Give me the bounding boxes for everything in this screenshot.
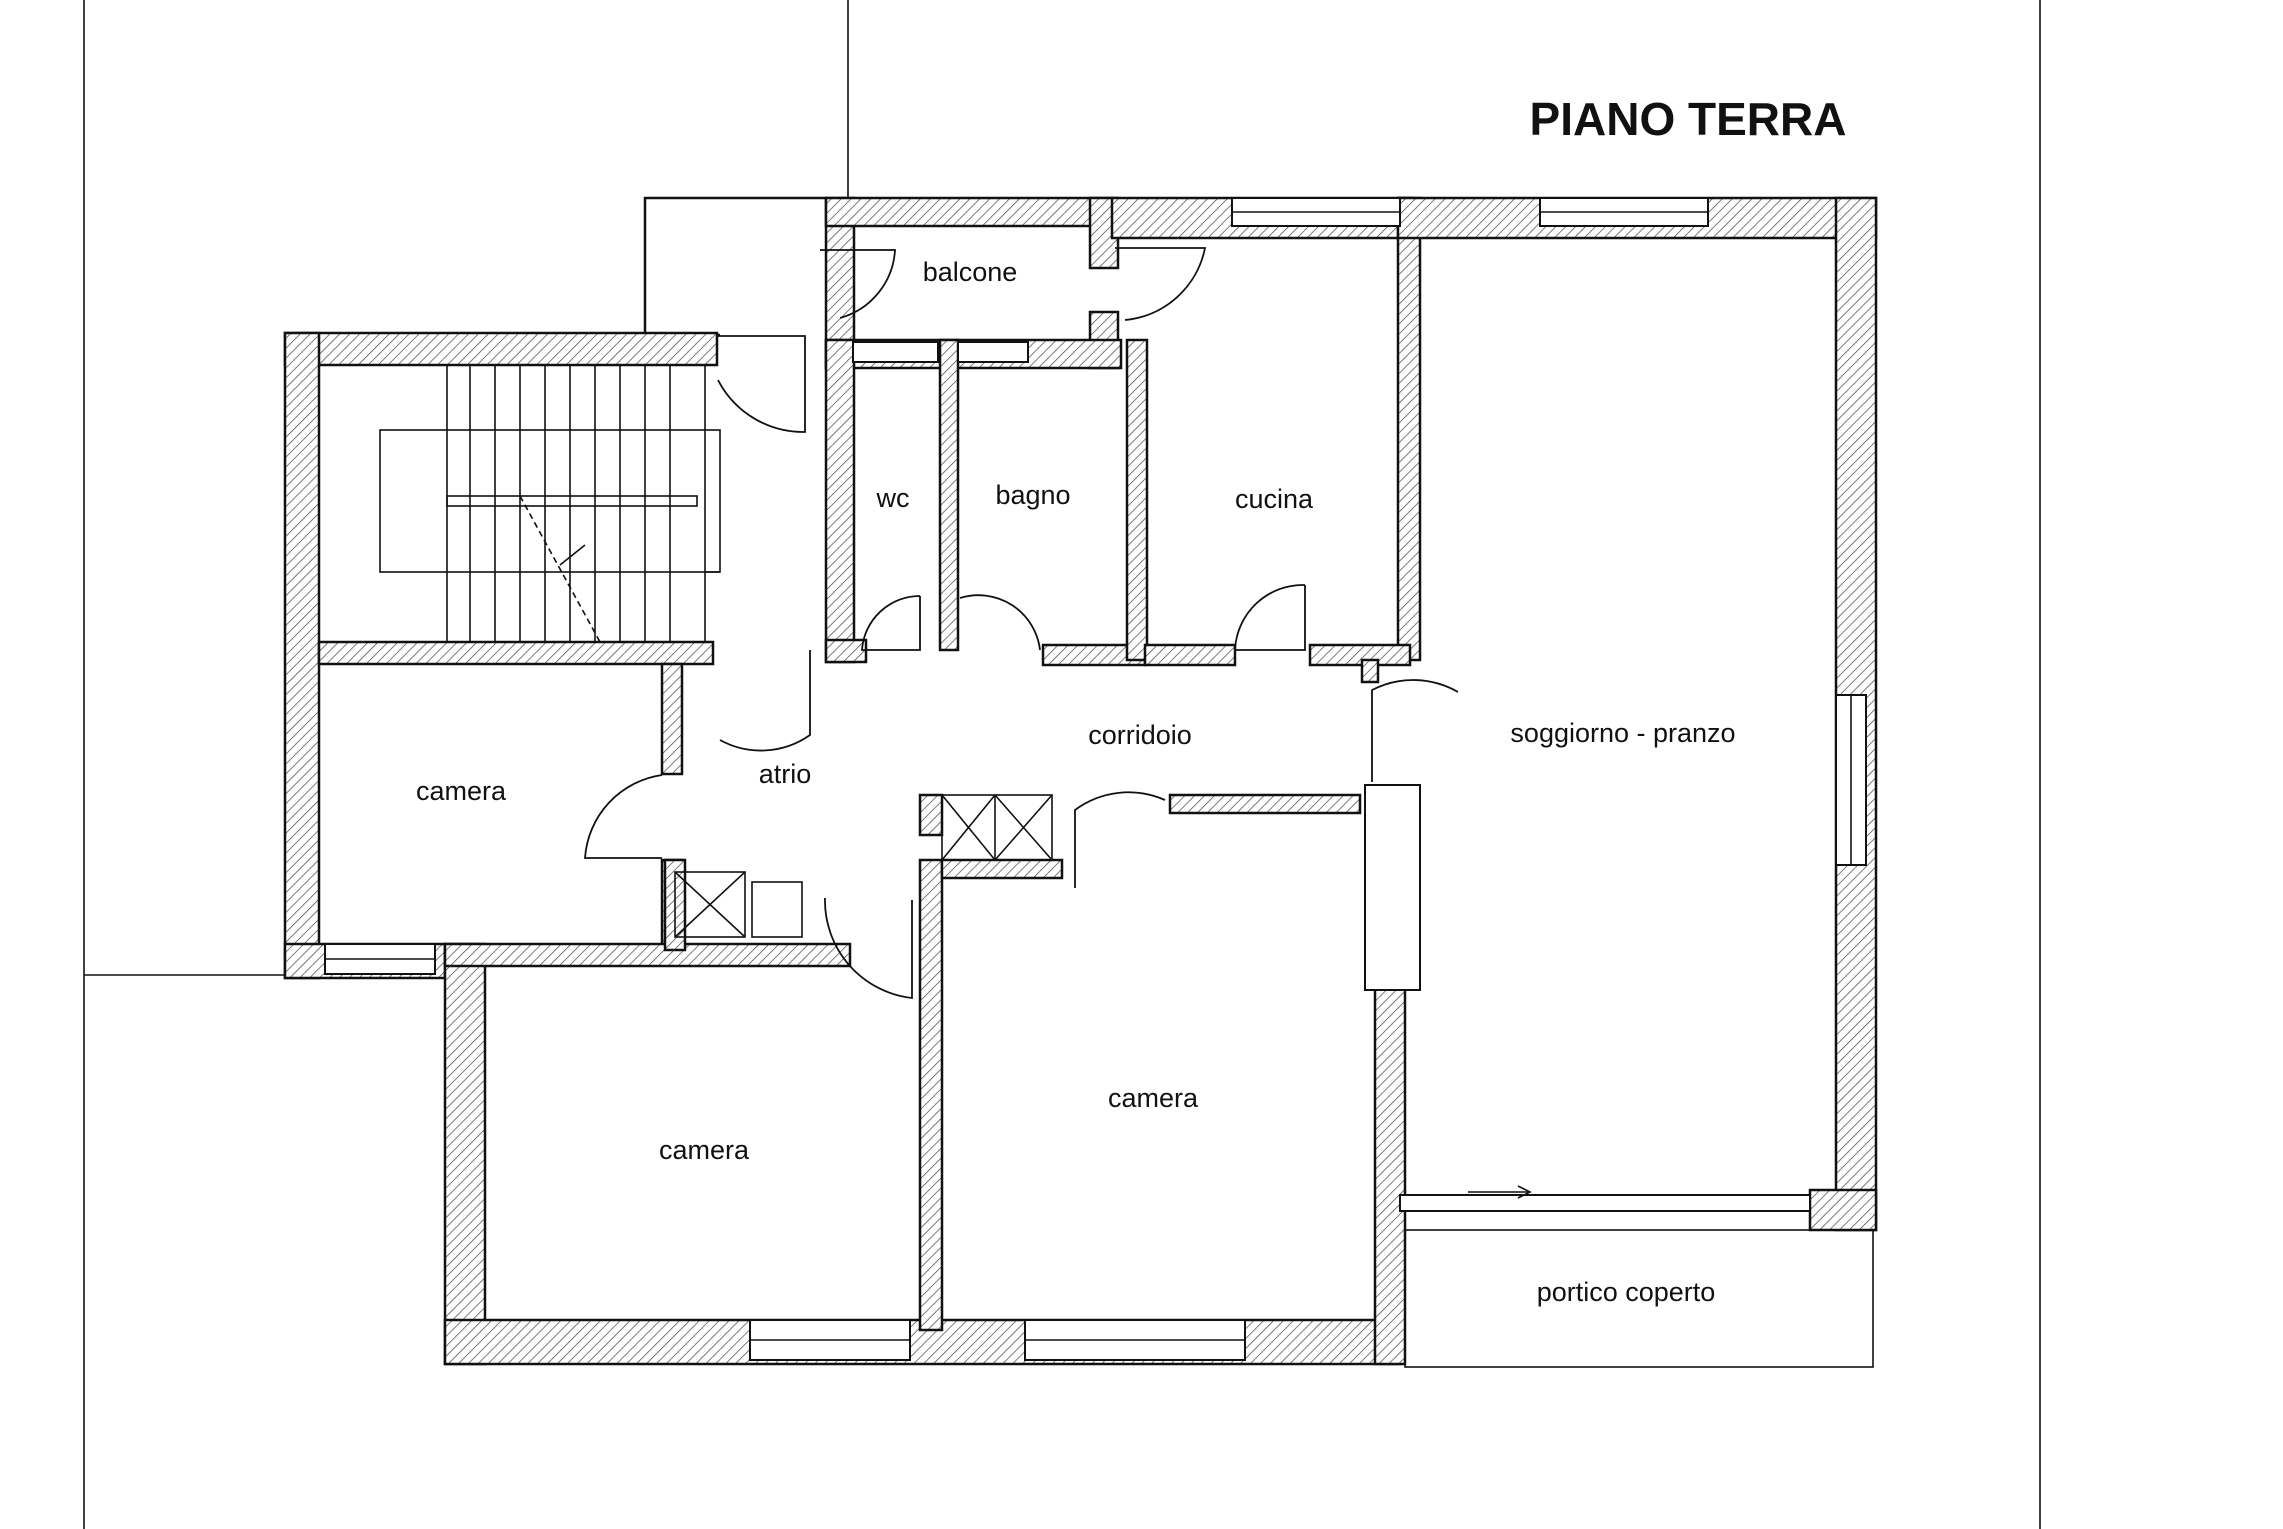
- room-label-atrio: atrio: [759, 759, 812, 789]
- doors: [584, 247, 1532, 1199]
- windows: [324, 197, 1867, 1361]
- room-label-cucina: cucina: [1235, 484, 1314, 514]
- room-label-portico: portico coperto: [1537, 1277, 1716, 1307]
- room-label-camera-left: camera: [416, 776, 507, 806]
- room-label-camera-center: camera: [1108, 1083, 1199, 1113]
- room-label-camera-bottom: camera: [659, 1135, 750, 1165]
- room-label-bagno: bagno: [995, 480, 1070, 510]
- page-frame: [83, 0, 2041, 1529]
- staircase: [379, 364, 721, 643]
- balcony-outline: [643, 196, 826, 337]
- room-label-wc: wc: [876, 483, 910, 513]
- plan-title: PIANO TERRA: [1530, 93, 1847, 145]
- walls: [283, 196, 1878, 1366]
- closets: [674, 794, 1053, 938]
- room-label-balcone: balcone: [923, 257, 1018, 287]
- room-label-corridoio: corridoio: [1088, 720, 1192, 750]
- room-label-soggiorno: soggiorno - pranzo: [1510, 718, 1735, 748]
